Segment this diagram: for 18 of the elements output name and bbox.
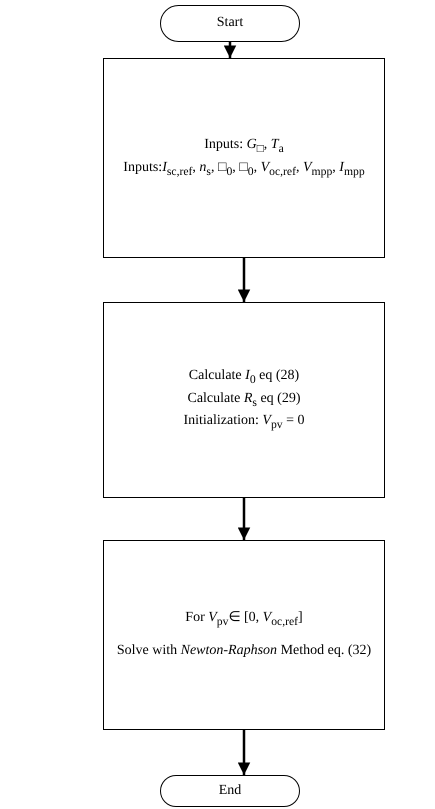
arrow [238, 730, 250, 775]
node-text: Inputs:I$_{sc,ref}$, n$_{s}$, □$_{0}$, □$_{0}$, V$_{oc,ref}$, V$_{mpp}$, I$_{mpp}$ [123, 159, 365, 180]
node-text: Start [216, 14, 244, 32]
process-box [103, 58, 385, 258]
node-text: Calculate R$_{s}$ eq (29) [187, 390, 301, 410]
arrow [238, 258, 250, 302]
node-text: Initialization: V$_{pv}$ = 0 [183, 412, 305, 433]
node-text: Calculate I$_{0}$ eq (28) [188, 367, 300, 388]
arrow [238, 498, 250, 540]
node-text: End [218, 782, 242, 800]
node-text: Inputs: G$_{□}$, T$_{a}$ [204, 136, 284, 157]
node-text: Solve with Newton-Raphson Method eq. (32) [116, 642, 372, 660]
process-box [103, 540, 385, 730]
node-text: For V$_{pv}$∈ [0, V$_{oc,ref}$] [185, 608, 303, 630]
terminal-box [160, 5, 300, 42]
arrow [224, 42, 236, 58]
process-box [103, 302, 385, 498]
terminal-box [160, 775, 300, 807]
